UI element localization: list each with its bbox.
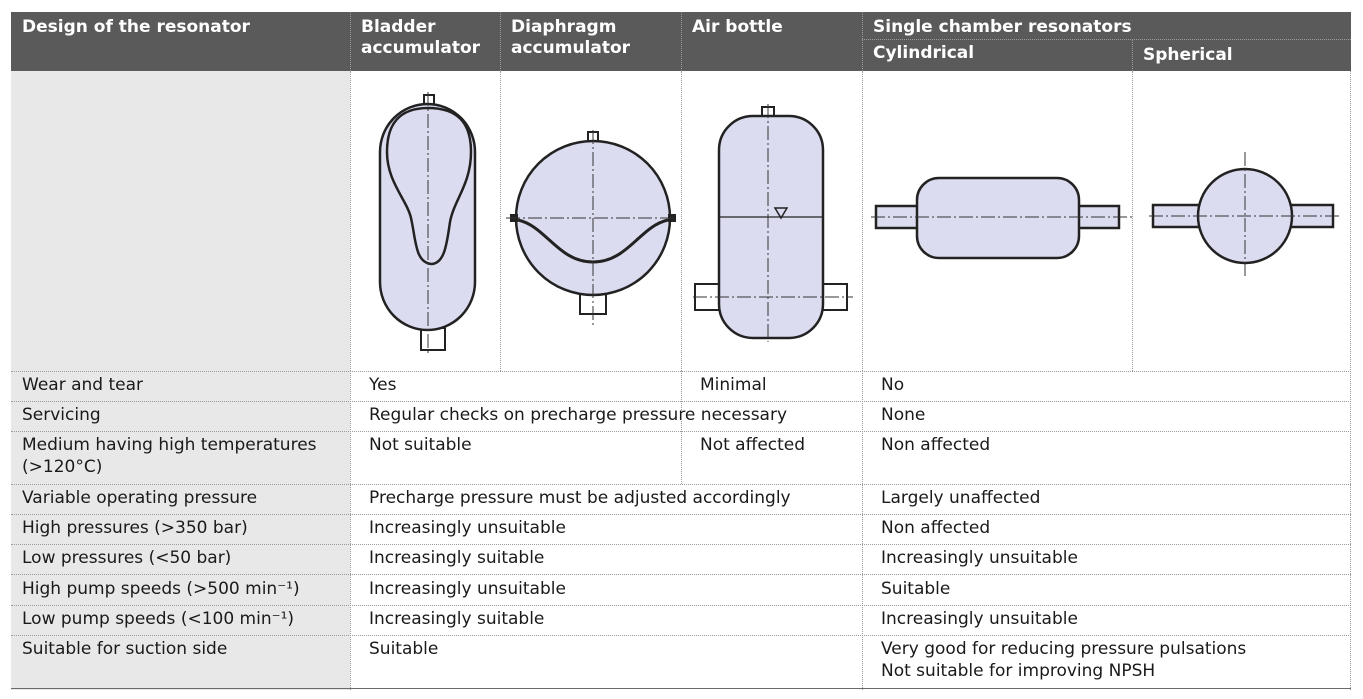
header-spherical: Spherical xyxy=(1143,45,1233,65)
temp-bladder-diaphragm: Not suitable xyxy=(369,435,472,455)
high-speed-accumulators: Increasingly unsuitable xyxy=(369,579,566,599)
row-label-variable-pressure: Variable operating pressure xyxy=(11,484,350,514)
row-label-low-pressure: Low pressures (<50 bar) xyxy=(11,544,350,574)
row-label-high-pressure: High pressures (>350 bar) xyxy=(11,514,350,544)
header-air-bottle: Air bottle xyxy=(681,12,862,71)
low-pressure-accumulators: Increasingly suitable xyxy=(369,548,545,568)
variable-pressure-single-chamber: Largely unaffected xyxy=(881,488,1041,508)
row-label-wear: Wear and tear xyxy=(11,371,350,401)
header-design: Design of the resonator xyxy=(11,12,350,71)
wear-single-chamber: No xyxy=(881,375,905,395)
low-speed-single-chamber: Increasingly unsuitable xyxy=(881,609,1078,629)
suction-accumulators: Suitable xyxy=(369,639,439,659)
variable-pressure-accumulators: Precharge pressure must be adjusted acco… xyxy=(369,488,791,508)
row-label-temperature: Medium having high temperatures(>120°C) xyxy=(11,431,350,484)
servicing-accumulators: Regular checks on precharge pressure nec… xyxy=(369,405,788,425)
low-pressure-single-chamber: Increasingly unsuitable xyxy=(881,548,1078,568)
wear-air-bottle: Minimal xyxy=(700,375,767,395)
low-speed-accumulators: Increasingly suitable xyxy=(369,609,545,629)
row-label-servicing: Servicing xyxy=(11,401,350,431)
air-bottle-icon xyxy=(693,104,853,342)
high-speed-single-chamber: Suitable xyxy=(881,579,951,599)
spherical-resonator-icon xyxy=(1149,152,1339,278)
bladder-accumulator-icon xyxy=(371,92,481,354)
diaphragm-accumulator-icon xyxy=(506,130,676,326)
temp-air-bottle: Not affected xyxy=(700,435,806,455)
wear-bladder-diaphragm: Yes xyxy=(369,375,397,395)
suction-single-chamber: Very good for reducing pressure pulsatio… xyxy=(881,639,1247,681)
cylindrical-resonator-icon xyxy=(871,172,1133,266)
high-pressure-single-chamber: Non affected xyxy=(881,518,991,538)
header-cylindrical: Cylindrical xyxy=(873,43,975,63)
row-label-low-speed: Low pump speeds (<100 min⁻¹) xyxy=(11,605,350,635)
row-label-high-speed: High pump speeds (>500 min⁻¹) xyxy=(11,574,350,605)
high-pressure-accumulators: Increasingly unsuitable xyxy=(369,518,566,538)
servicing-single-chamber: None xyxy=(881,405,926,425)
drawing-row-label-cell xyxy=(11,71,350,371)
row-label-suction: Suitable for suction side xyxy=(11,635,350,690)
header-single-chamber: Single chamber resonators xyxy=(862,12,1351,71)
temp-single-chamber: Non affected xyxy=(881,435,991,455)
